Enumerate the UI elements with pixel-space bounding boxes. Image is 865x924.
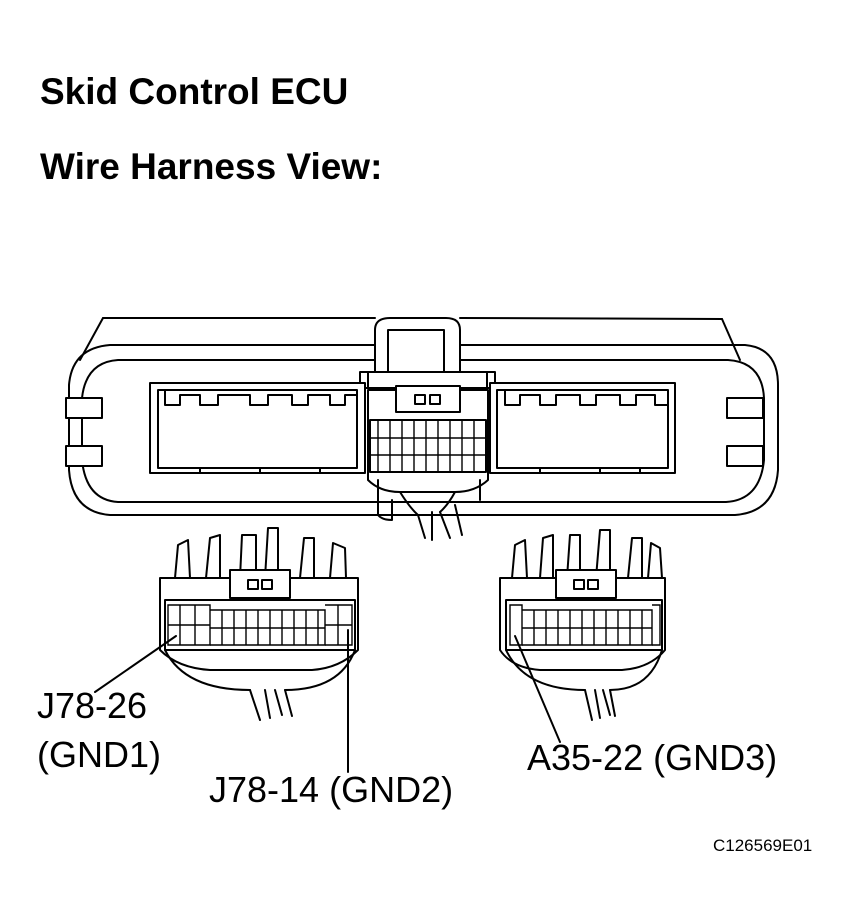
callout-gnd2: J78-14 (GND2) bbox=[209, 769, 454, 810]
ecu-left-socket bbox=[149, 382, 366, 474]
ecu-top-latch bbox=[359, 317, 496, 389]
ecu-right-socket bbox=[489, 382, 676, 474]
leader-gnd3 bbox=[514, 635, 561, 743]
callout-gnd1-pin: J78-26 bbox=[37, 685, 148, 726]
ecu-body bbox=[65, 317, 779, 516]
callout-lines bbox=[94, 629, 561, 773]
connector-j78 bbox=[159, 527, 359, 721]
figure-code: C126569E01 bbox=[713, 836, 813, 855]
view-subtitle: Wire Harness View: bbox=[40, 146, 383, 187]
diagram-title: Skid Control ECU bbox=[40, 71, 349, 112]
callout-gnd1-name: (GND1) bbox=[37, 734, 161, 775]
connector-a35 bbox=[499, 529, 666, 721]
callout-gnd3: A35-22 (GND3) bbox=[527, 737, 778, 778]
ecu-center-connector bbox=[367, 385, 489, 541]
leader-gnd1 bbox=[94, 635, 177, 693]
